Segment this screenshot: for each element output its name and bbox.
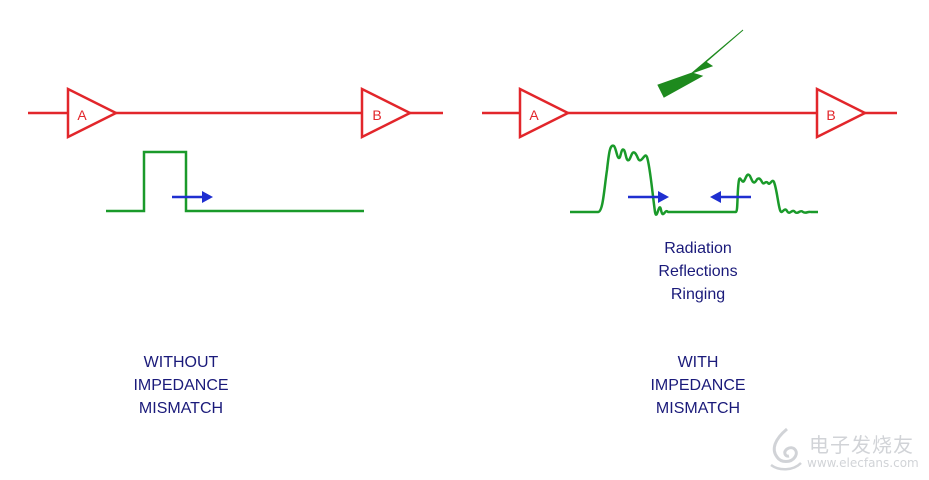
left-caption-line-3: MISMATCH [138,400,224,417]
left-buffer-b-label: B [372,107,381,123]
right-reflected-arrow [710,191,751,203]
right-caption-line-1: WITH [677,354,719,371]
right-buffer-a: A [518,86,571,140]
watermark-text: 电子发烧友 [809,433,914,457]
right-caption-line-3: MISMATCH [655,400,741,417]
right-buffer-a-label: A [529,107,539,123]
left-caption: WITHOUT IMPEDANCE MISMATCH [96,351,266,420]
watermark-swirl-icon [770,427,802,471]
right-buffer-b-label: B [826,107,835,123]
left-buffer-a-label: A [77,107,87,123]
effect-radiation: Radiation [664,240,732,257]
right-caption-line-2: IMPEDANCE [650,377,746,394]
left-forward-arrow [172,191,213,203]
effect-ringing: Ringing [670,286,726,303]
left-clean-pulse [106,150,364,213]
right-buffer-b: B [815,86,868,140]
left-buffer-b: B [360,86,413,140]
effect-reflections: Reflections [658,263,738,280]
lightning-bolt-icon [657,29,744,98]
left-caption-line-2: IMPEDANCE [133,377,229,394]
right-ringing-waveform [570,144,818,216]
left-caption-line-1: WITHOUT [143,354,219,371]
left-buffer-a: A [66,86,119,140]
watermark-url: www.elecfans.com [807,456,919,470]
right-forward-arrow [628,191,669,203]
watermark-logo: 电子发烧友 www.elecfans.com [765,425,919,475]
right-caption: WITH IMPEDANCE MISMATCH [613,351,783,420]
mismatch-effects-list: Radiation Reflections Ringing [613,237,783,306]
